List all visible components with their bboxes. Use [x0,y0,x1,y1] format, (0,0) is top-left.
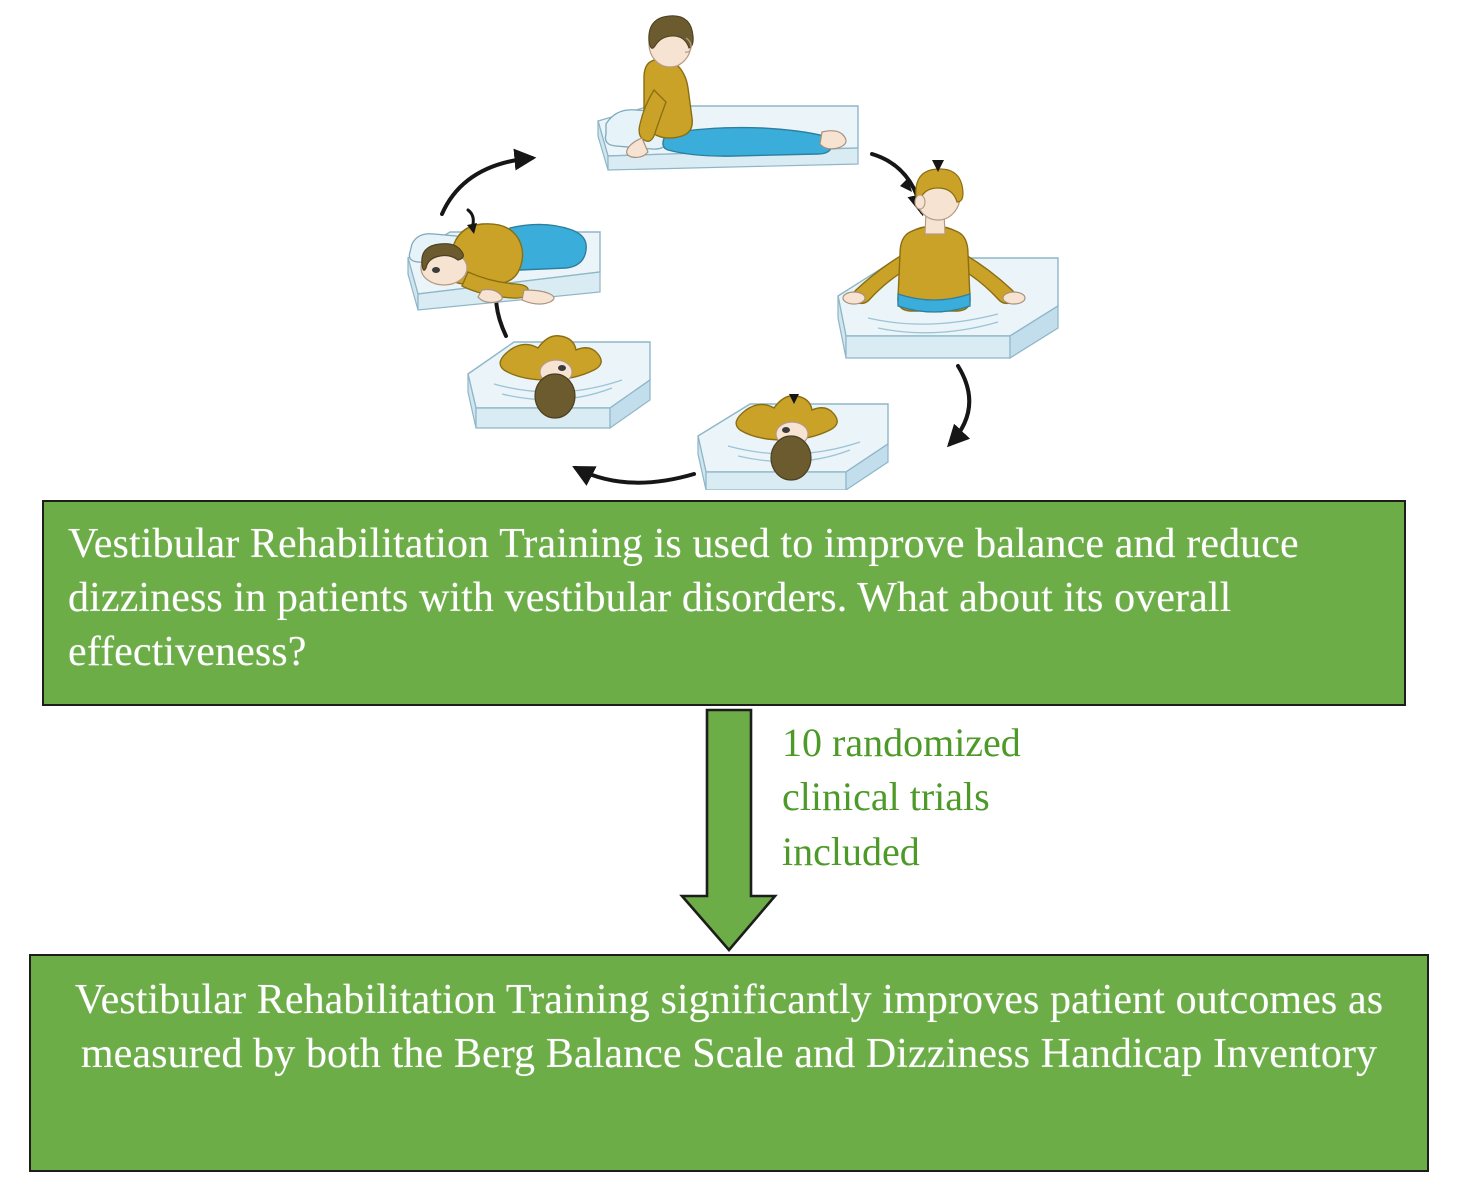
illustration-arrow-2 [946,364,972,448]
illustration-arrow-5 [440,148,537,216]
question-statement-text: Vestibular Rehabilitation Training is us… [68,521,1299,675]
illustration-arrow-1 [870,152,930,217]
question-statement-box: Vestibular Rehabilitation Training is us… [42,500,1406,706]
illustration-arrow-3 [572,465,696,486]
illustration-step-3-lie-back [697,394,889,490]
illustration-step-1-sit-upright [597,15,859,171]
illustration-step-2-seated-head-turned [837,160,1059,360]
illustration-step-5-side-lying [407,208,601,311]
conclusion-statement-text: Vestibular Rehabilitation Training signi… [74,977,1384,1077]
arrow-label-trials-included: 10 randomized clinical trials included [782,720,1021,874]
flow-down-arrow [676,706,780,954]
vestibular-exercise-cycle-illustration [398,6,1062,490]
illustration-step-4-lie-back-other-side [467,335,651,430]
conclusion-statement-box: Vestibular Rehabilitation Training signi… [29,954,1429,1172]
